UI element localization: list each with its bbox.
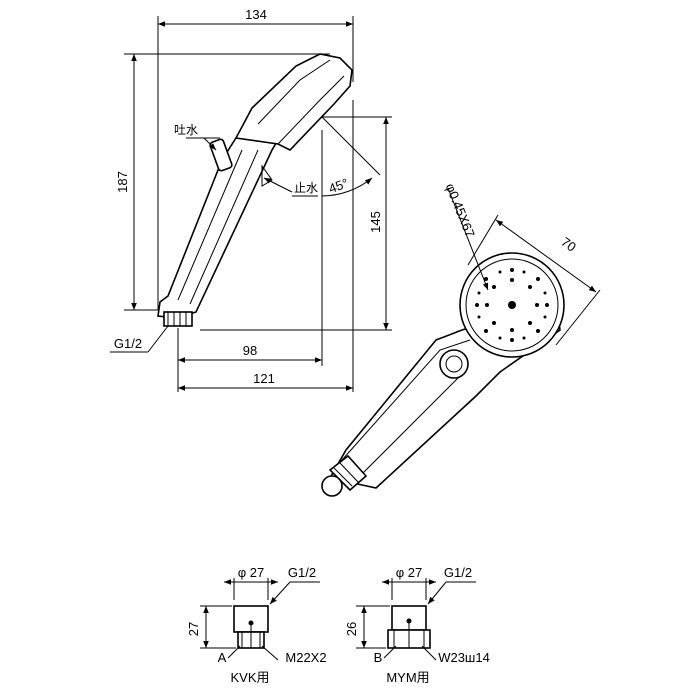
- dim-134: 134: [245, 7, 267, 22]
- adapter-a-height: 27: [186, 622, 201, 636]
- angled-button-inner: [445, 355, 463, 373]
- adapter-b-mark: B: [374, 650, 383, 665]
- outlet-label: 吐水: [174, 123, 198, 137]
- adapter-a-spec: M22X2: [285, 650, 326, 665]
- adapter-a-dia: φ 27: [238, 565, 265, 580]
- angle-label: 45°: [327, 175, 351, 196]
- toggle-button: [209, 138, 233, 172]
- thread-label: G1/2: [114, 336, 142, 351]
- adapter-b: φ 27 G1/2 26 B W23ш14 MYM用: [344, 565, 490, 685]
- adapter-b-dia: φ 27: [396, 565, 423, 580]
- adapter-a-mark: A: [218, 650, 227, 665]
- dim-145: 145: [368, 211, 383, 233]
- adapter-b-usage: MYM用: [386, 670, 429, 685]
- adapter-b-thread: G1/2: [444, 565, 472, 580]
- dim-98: 98: [243, 343, 257, 358]
- shower-head: [234, 53, 353, 151]
- angled-button-outer: [439, 349, 469, 379]
- adapter-a-thread: G1/2: [288, 565, 316, 580]
- dim-121: 121: [253, 371, 275, 386]
- adapter-b-height: 26: [344, 622, 359, 636]
- thread-fitting: [163, 311, 193, 327]
- adapter-a-usage: KVK用: [230, 670, 269, 685]
- angled-view: 70 φ0.45X67: [321, 181, 601, 497]
- nozzle-pattern: [475, 268, 549, 342]
- dim-70: 70: [558, 234, 579, 255]
- adapter-b-spec: W23ш14: [438, 650, 490, 665]
- nozzle-spec: φ0.45X67: [443, 181, 478, 239]
- side-view: 134 187 145 98 121 45° 吐水: [110, 7, 392, 392]
- adapter-a: φ 27 G1/2 27 A M22X2 KVK用: [186, 565, 327, 685]
- dim-187: 187: [115, 171, 130, 193]
- angled-thread-end: [321, 475, 343, 497]
- stop-label: 止水: [294, 181, 318, 195]
